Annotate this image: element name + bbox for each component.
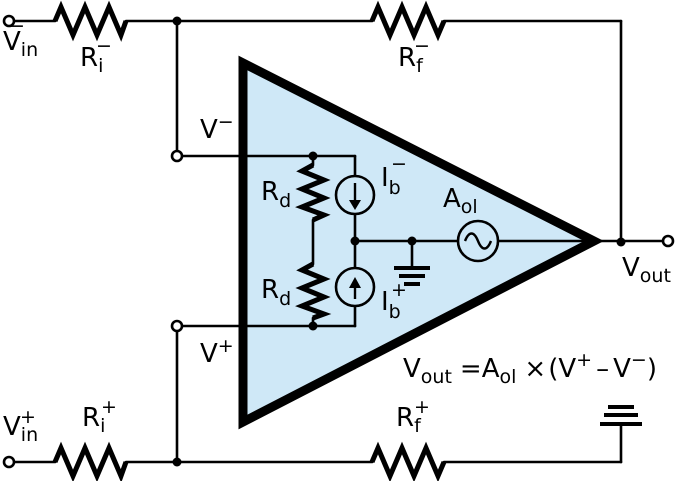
- label-v-pos: V+: [200, 335, 234, 369]
- label-ri-pos: Ri+: [82, 396, 117, 437]
- label-rf-pos: Rf+: [396, 396, 430, 437]
- top-wires: [12, 19, 623, 244]
- resistor-rf-neg: [369, 0, 447, 42]
- current-source-ib-pos-icon: [334, 266, 376, 308]
- label-vout: Vout: [622, 253, 671, 287]
- label-vin-pos: Vin+: [3, 406, 38, 446]
- label-ri-neg: Ri−: [80, 35, 112, 77]
- label-vin-neg: Vin−: [3, 15, 38, 61]
- output-equation: Vout=Aol×(V+–V−): [403, 349, 657, 388]
- battery-ground-icon: [600, 405, 642, 426]
- junction-dots: [172, 16, 626, 467]
- ground-icon: [394, 266, 430, 286]
- label-aol: Aol: [443, 184, 478, 218]
- current-source-ib-neg-icon: [334, 174, 376, 216]
- bottom-wires: [12, 324, 623, 464]
- label-rd-top: Rd: [261, 177, 291, 212]
- resistor-rf-pos: [369, 441, 447, 481]
- resistor-ri-pos: [52, 441, 129, 481]
- label-ib-pos: Ib+: [381, 279, 407, 323]
- resistor-rd-bottom: [295, 261, 332, 321]
- ac-voltage-source-icon: [456, 219, 500, 263]
- label-ib-neg: Ib−: [381, 153, 407, 199]
- resistor-rd-top: [295, 162, 331, 223]
- label-v-neg: V−: [200, 111, 234, 145]
- op-amp-triangle: [238, 55, 604, 430]
- resistor-ri-neg: [52, 0, 129, 42]
- label-rf-neg: Rf−: [398, 35, 430, 77]
- label-rd-bottom: Rd: [261, 275, 291, 310]
- terminals: [2, 14, 675, 469]
